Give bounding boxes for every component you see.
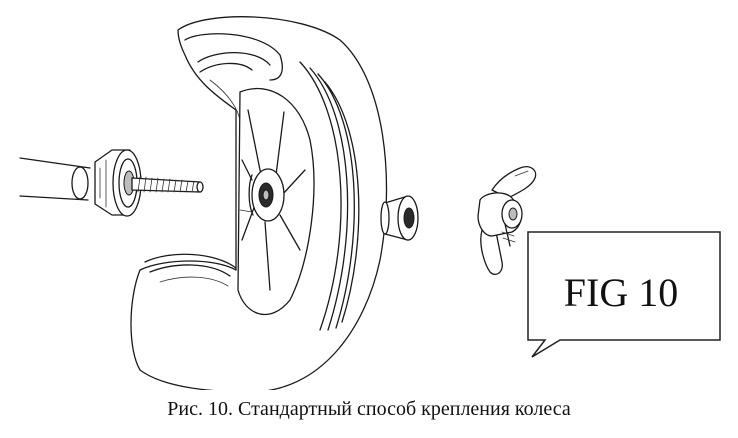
wheel-mounting-diagram: FIG 10 — [19, 16, 721, 390]
wing-nut — [477, 166, 537, 276]
spacer-bushing — [380, 195, 419, 241]
figure-label: FIG 10 — [564, 270, 678, 315]
wheel — [130, 16, 388, 390]
axle-collar — [94, 149, 142, 217]
axle-shaft — [19, 157, 91, 201]
figure-label-box: FIG 10 — [527, 231, 721, 358]
threaded-bolt — [131, 176, 204, 193]
figure-caption: Рис. 10. Стандартный способ крепления ко… — [167, 398, 571, 420]
